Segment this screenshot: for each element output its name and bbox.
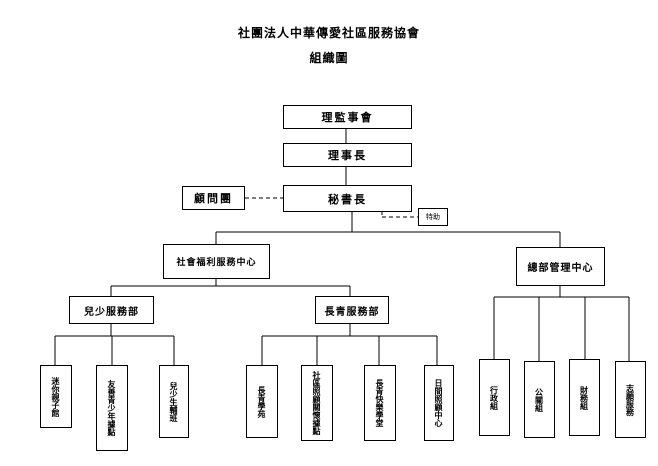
unit-youth-friendly-station: 友善青少年據點	[96, 365, 128, 451]
board-box: 理監事會	[283, 105, 412, 129]
unit-finance-team: 財務組	[569, 359, 600, 436]
unit-administration-team: 行政組	[479, 359, 510, 436]
elder-dept-box: 長青服務部	[315, 296, 389, 324]
chart-title: 社團法人中華傳愛社區服務協會	[237, 26, 420, 40]
unit-youth-tutoring-class: 兒少生輔班	[159, 365, 189, 438]
welfare-center-box: 社會福利服務中心	[163, 244, 270, 279]
chart-subtitle: 組織圖	[309, 51, 349, 65]
unit-volunteer-service: 志願服務	[615, 361, 646, 438]
admin-center-box: 總部管理中心	[516, 247, 605, 286]
unit-mini-parent-child-center: 迷你親子館	[40, 365, 72, 428]
unit-public-relations-team: 公關組	[524, 361, 555, 438]
unit-elder-academy: 長青學苑	[246, 365, 278, 438]
assistant-box: 特助	[418, 208, 448, 226]
secretary-box: 秘書長	[283, 185, 412, 212]
chairman-box: 理事長	[283, 143, 412, 167]
unit-day-care-center: 日間照顧中心	[424, 365, 454, 441]
unit-community-care-station: 社區照顧關懷據點	[301, 365, 333, 441]
youth-dept-box: 兒少服務部	[69, 296, 154, 324]
advisors-box: 顧問團	[182, 186, 245, 210]
unit-elder-happy-school: 長青快樂學堂	[364, 365, 396, 441]
